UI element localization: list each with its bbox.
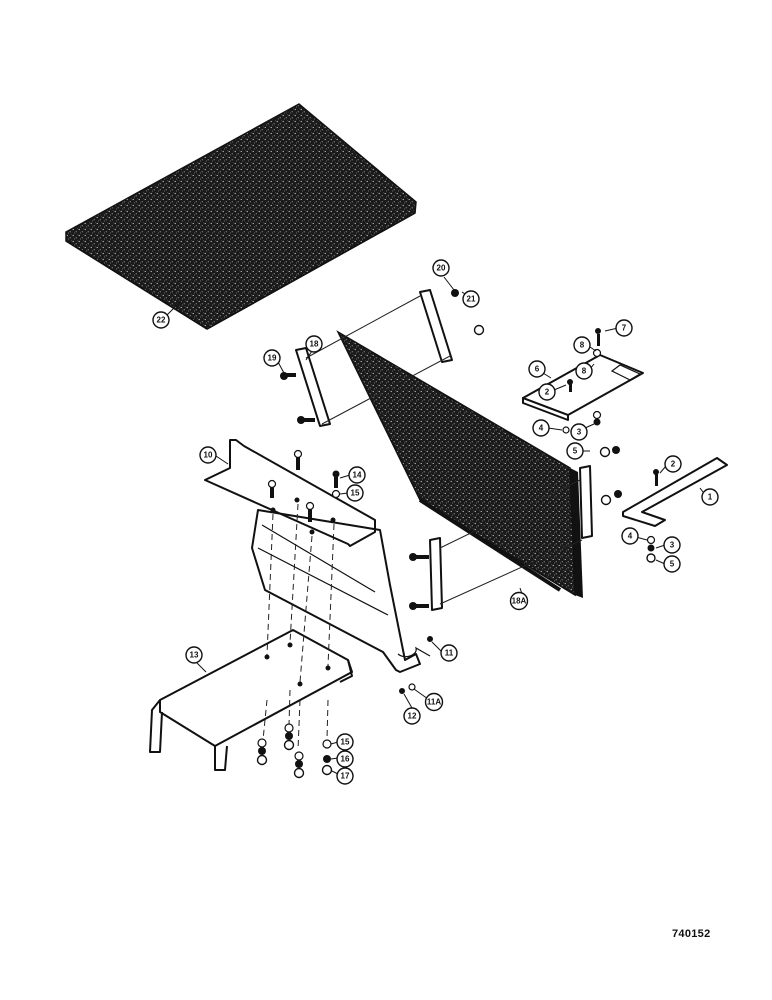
projection-lines [305, 295, 583, 605]
svg-text:11A: 11A [427, 698, 441, 707]
callout-3b: 3 [663, 536, 681, 554]
svg-text:4: 4 [628, 532, 633, 541]
support-plate [522, 328, 644, 434]
callout-8a: 8 [573, 336, 591, 354]
svg-text:3: 3 [577, 428, 582, 437]
side-panel [336, 330, 583, 598]
svg-text:10: 10 [204, 451, 213, 460]
svg-text:18A: 18A [512, 597, 527, 606]
svg-text:21: 21 [467, 295, 476, 304]
callout-11: 11 [440, 644, 458, 662]
svg-text:6: 6 [535, 365, 540, 374]
strap-hardware [280, 289, 622, 610]
svg-text:18: 18 [310, 340, 319, 349]
svg-text:13: 13 [190, 651, 199, 660]
mounting-straps [295, 289, 593, 611]
assembly-lines [262, 503, 335, 751]
svg-text:1: 1 [708, 493, 713, 502]
callout-5b: 5 [663, 555, 681, 573]
seat-box [204, 439, 433, 694]
callout-6: 6 [528, 360, 546, 378]
svg-text:3: 3 [670, 541, 675, 550]
floor-mat [65, 103, 417, 330]
svg-text:15: 15 [351, 489, 360, 498]
svg-text:17: 17 [341, 772, 350, 781]
svg-text:4: 4 [539, 424, 544, 433]
callout-12: 12 [403, 707, 421, 725]
callout-18a: 18A [509, 591, 529, 611]
svg-text:5: 5 [670, 560, 675, 569]
callout-17: 17 [336, 767, 354, 785]
callout-15b: 15 [336, 733, 354, 751]
lower-hardware [256, 723, 333, 779]
callout-2a: 2 [538, 383, 556, 401]
callout-3a: 3 [570, 423, 588, 441]
svg-text:7: 7 [622, 324, 627, 333]
svg-text:22: 22 [157, 316, 166, 325]
svg-text:5: 5 [573, 447, 578, 456]
svg-text:8: 8 [582, 367, 587, 376]
callout-20: 20 [432, 259, 450, 277]
callout-4b: 4 [621, 527, 639, 545]
svg-text:8: 8 [580, 341, 585, 350]
callout-16: 16 [336, 750, 354, 768]
callout-4a: 4 [532, 419, 550, 437]
callout-8b: 8 [575, 362, 593, 380]
svg-text:16: 16 [341, 755, 350, 764]
callout-1: 1 [701, 488, 719, 506]
callout-10: 10 [199, 446, 217, 464]
svg-text:2: 2 [671, 460, 676, 469]
callout-21: 21 [462, 290, 480, 308]
lower-channel [149, 629, 353, 771]
callout-14: 14 [348, 466, 366, 484]
callout-5a: 5 [566, 442, 584, 460]
callout-19: 19 [263, 349, 281, 367]
svg-text:11: 11 [445, 649, 454, 658]
callout-18: 18 [305, 335, 323, 353]
callout-13: 13 [185, 646, 203, 664]
svg-text:2: 2 [545, 388, 550, 397]
callout-22: 22 [152, 311, 170, 329]
svg-text:14: 14 [353, 471, 362, 480]
callout-11a: 11A [424, 692, 444, 712]
svg-text:19: 19 [268, 354, 277, 363]
svg-text:15: 15 [341, 738, 350, 747]
svg-text:20: 20 [437, 264, 446, 273]
drawing-number: 740152 [672, 928, 711, 940]
svg-text:12: 12 [408, 712, 417, 721]
bracket [622, 457, 728, 563]
callout-15a: 15 [346, 484, 364, 502]
callout-7: 7 [615, 319, 633, 337]
callout-2b: 2 [664, 455, 682, 473]
